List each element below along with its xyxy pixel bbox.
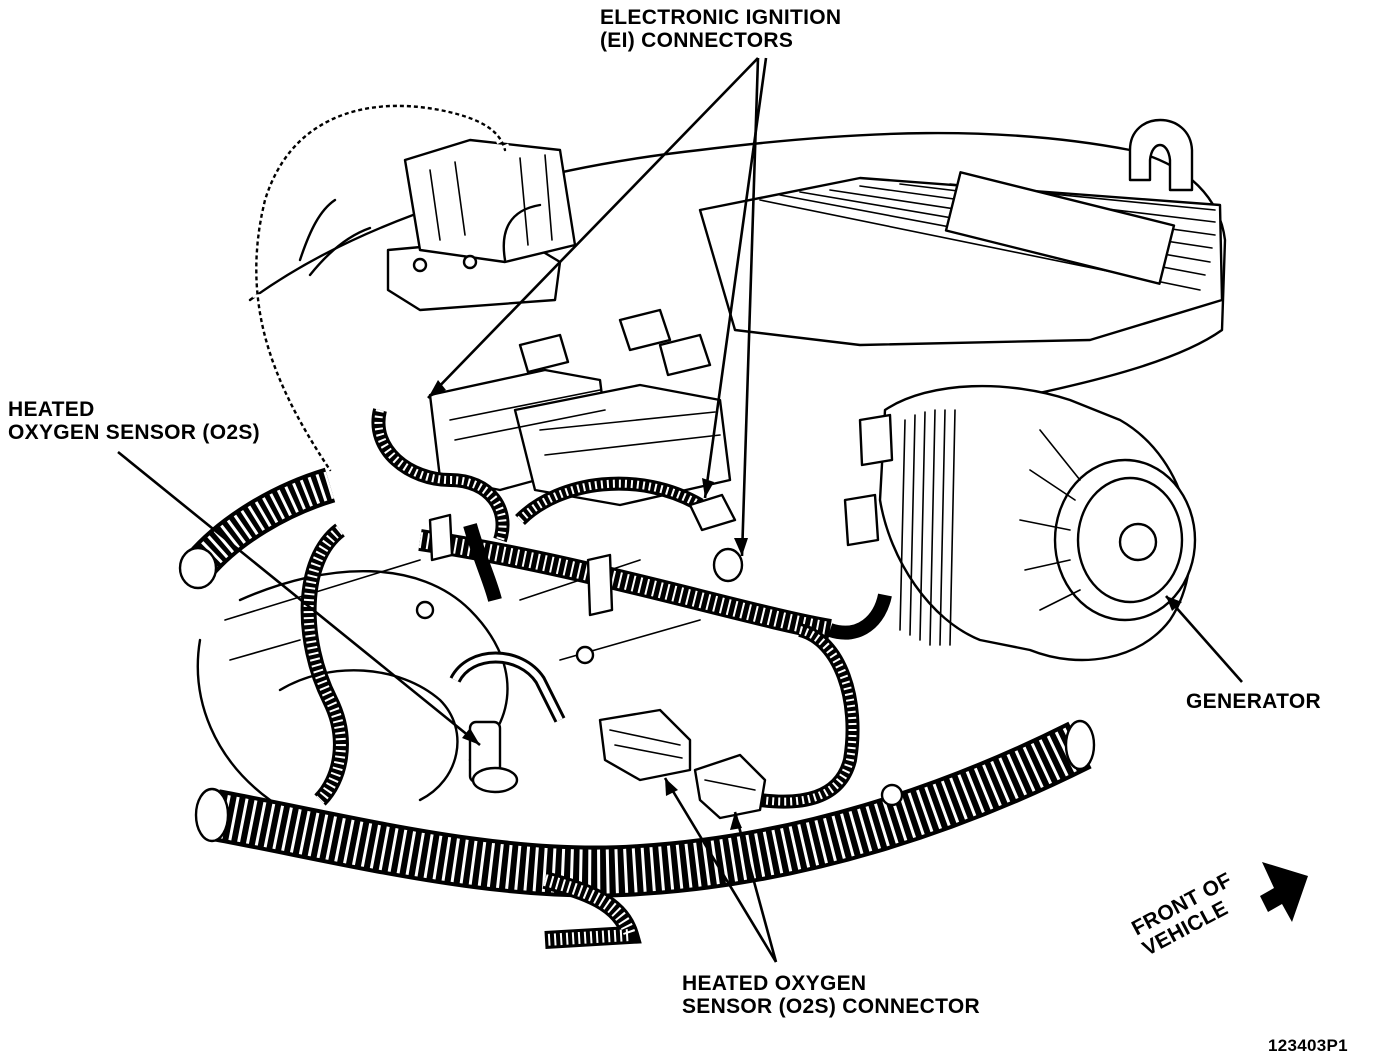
ei-connector-illustration (428, 493, 744, 617)
o2s-label-line-2: OXYGEN SENSOR (O2S) (8, 421, 260, 444)
front-of-vehicle-arrow-icon (1260, 862, 1308, 922)
o2s-connector-label-line-1: HEATED OXYGEN (682, 972, 867, 995)
o2s-connector-label-line-2: SENSOR (O2S) CONNECTOR (682, 995, 980, 1018)
ei-connectors-label: ELECTRONIC IGNITION(EI) CONNECTORS (600, 6, 841, 52)
ei-connectors-label-line-1: ELECTRONIC IGNITION (600, 6, 842, 29)
ei-connectors-label-line-2: (EI) CONNECTORS (600, 29, 794, 52)
o2s-label-line-1: HEATED (8, 398, 95, 421)
coil-packs (428, 308, 732, 507)
figure-number: 123403P1 (1268, 1036, 1348, 1055)
valve-cover (698, 118, 1224, 347)
lower-conduit (194, 719, 1096, 949)
generator-illustration (843, 384, 1197, 662)
ignition-module (386, 138, 577, 312)
bolts (415, 600, 904, 807)
generator-label: GENERATOR (1186, 690, 1321, 713)
oxygen-sensor (449, 651, 566, 794)
o2s-connector-illustration (598, 708, 767, 820)
leader-lines (117, 57, 1243, 963)
upper-harness (251, 100, 542, 473)
middle-harness (300, 408, 892, 809)
left-conduit (178, 467, 336, 590)
